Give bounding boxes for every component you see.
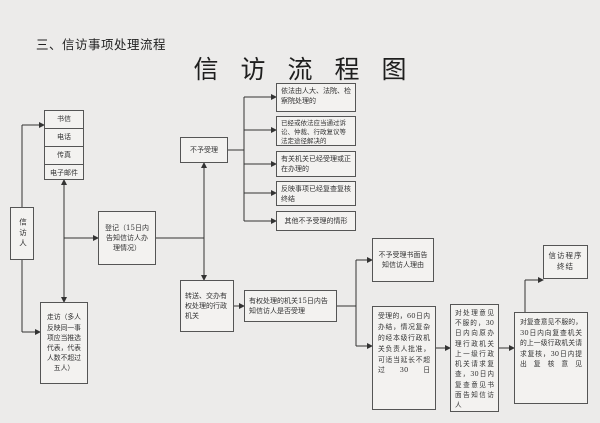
- channels-group: 书信 电话 传真 电子邮件: [44, 110, 84, 180]
- reject-box: 不予受理: [180, 137, 228, 163]
- channel-letter: 书信: [45, 111, 83, 129]
- flowchart-title: 信访流程图: [193, 55, 429, 84]
- transfer-box: 转送、交办有权处理的行政机关: [180, 280, 234, 332]
- petitioner-box: 信访人: [10, 207, 34, 260]
- notice-reject-box: 不予受理书面告知信访人理由: [372, 238, 434, 282]
- recheck-box: 对复查意见不服的，30日内向复查机关的上一级行政机关请求复核，30日内提出复核意…: [514, 312, 588, 404]
- end-box: 信访程序终结: [543, 245, 588, 279]
- channel-fax: 传真: [45, 147, 83, 165]
- channel-email: 电子邮件: [50, 169, 78, 178]
- reject-reason-2: 已经或依法应当通过诉讼、仲裁、行政复议等法定途径解决的: [276, 116, 356, 146]
- register-box: 登记（15日内告知信访人办理情况）: [98, 211, 156, 265]
- review-box: 对处理意见不服的，30日内向原办理行政机关上一级行政机关请求复查，30日内复查意…: [450, 304, 499, 412]
- reject-reason-5: 其他不予受理的情形: [276, 211, 356, 231]
- channel-phone: 电话: [45, 129, 83, 147]
- reject-reason-4: 反映事项已经复查复核终结: [276, 181, 356, 206]
- section-title: 三、信访事项处理流程: [36, 37, 167, 52]
- reject-reason-1: 依法由人大、法院、检察院处理的: [276, 83, 356, 112]
- authority-box: 有权处理的机关15日内告知信访人是否受理: [244, 290, 337, 322]
- reject-reason-3: 有关机关已经受理或正在办理的: [276, 151, 356, 177]
- visit-box: 走访（多人反映同一事项应当推选代表，代表人数不超过五人）: [40, 302, 88, 384]
- accepted-box: 受理的，60日内办结，情况复杂的经本级行政机关负责人批准，可适当延长不超过30日: [372, 306, 436, 410]
